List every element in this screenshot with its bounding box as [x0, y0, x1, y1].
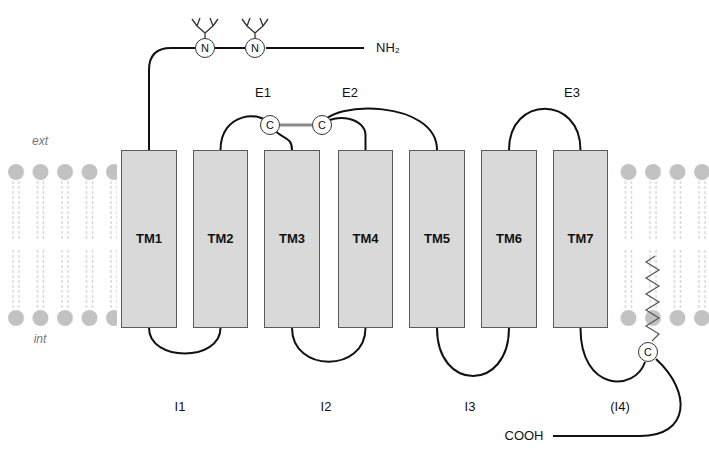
helix-label: TM4	[353, 232, 379, 246]
residue-letter: C	[644, 346, 652, 358]
side-label: int	[34, 333, 47, 346]
transmembrane-helix: TM2	[193, 150, 248, 328]
helix-label: TM3	[279, 232, 305, 246]
loop-label: E1	[255, 86, 271, 100]
residue-letter: C	[266, 119, 274, 131]
residue-circle: C	[260, 115, 280, 135]
residue-letter: C	[318, 119, 326, 131]
transmembrane-helix: TM4	[338, 150, 393, 328]
disulfide-bond	[280, 124, 312, 127]
residue-circle: N	[245, 38, 265, 58]
side-label: ext	[32, 135, 48, 148]
glycosylation-tree-part	[192, 18, 218, 38]
terminus-label: COOH	[505, 429, 544, 443]
terminal-leader-part	[266, 47, 364, 49]
loop-label: I3	[465, 400, 476, 414]
residue-circle: C	[638, 342, 658, 362]
loop-connector	[292, 328, 366, 362]
loop-connector	[215, 47, 245, 49]
transmembrane-helix: TM1	[121, 150, 177, 328]
terminus-label: NH₂	[376, 41, 400, 55]
helix-label: TM1	[136, 232, 162, 246]
transmembrane-helix: TM7	[553, 150, 608, 328]
helix-label: TM5	[424, 232, 450, 246]
palmitoyl-chain-part	[646, 256, 659, 341]
glycosylation-tree-part	[242, 18, 268, 38]
transmembrane-helix: TM3	[264, 150, 320, 328]
loop-connector	[581, 328, 646, 381]
residue-circle: N	[195, 38, 215, 58]
helix-label: TM2	[208, 232, 234, 246]
residue-circle: C	[312, 115, 332, 135]
residue-letter: N	[251, 42, 259, 54]
loop-connector	[149, 48, 195, 150]
loop-label: I1	[175, 400, 186, 414]
lipid-bilayer-part	[612, 160, 709, 330]
palmitoyl-chain	[646, 256, 659, 341]
loop-connector	[149, 328, 221, 354]
loop-label: E3	[564, 86, 580, 100]
loop-label: I2	[321, 400, 332, 414]
helix-label: TM6	[496, 232, 522, 246]
loop-label: E2	[342, 86, 358, 100]
residue-letter: N	[201, 42, 209, 54]
loop-label: (I4)	[610, 400, 630, 414]
loop-connector	[221, 116, 293, 150]
glycosylation-tree	[192, 18, 268, 38]
transmembrane-helix: TM5	[409, 150, 465, 328]
terminal-leader-part	[553, 359, 681, 436]
terminal-leader	[266, 48, 681, 436]
loop-connector	[509, 109, 581, 150]
transmembrane-helix: TM6	[481, 150, 537, 328]
helix-label: TM7	[568, 232, 594, 246]
loop-connector	[437, 328, 509, 376]
loop-connector	[322, 109, 437, 150]
lipid-bilayer-part	[0, 160, 117, 330]
